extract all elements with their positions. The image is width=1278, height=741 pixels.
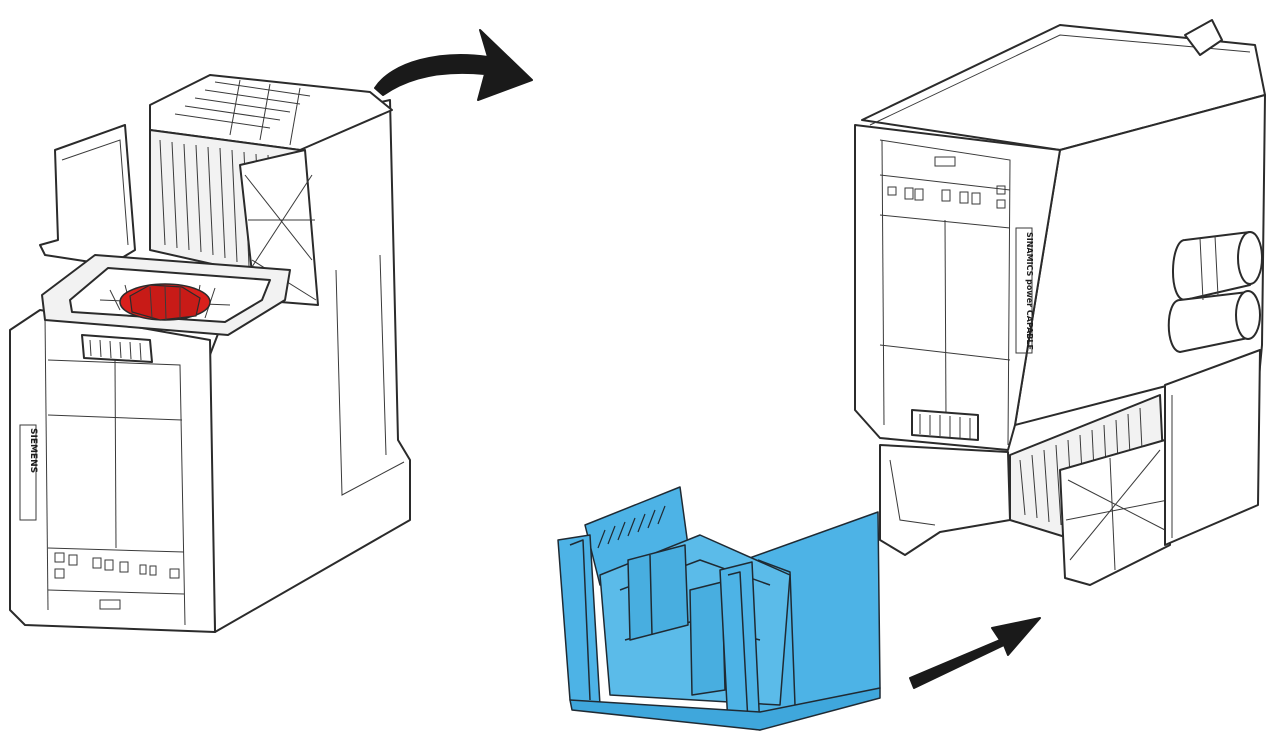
insert-arrow-icon bbox=[909, 617, 1041, 689]
left-brand-label: SIEMENS bbox=[28, 428, 38, 473]
rotate-arrow-icon bbox=[374, 29, 533, 101]
left-drive-unit: SIEMENS bbox=[9, 74, 411, 633]
right-drive-unit: SINAMICS power CAPABLE bbox=[854, 19, 1266, 586]
fan-cover-part bbox=[557, 486, 881, 731]
fan-rotor bbox=[119, 283, 211, 321]
right-brand-label: SINAMICS power CAPABLE bbox=[1025, 232, 1034, 350]
cable-glands bbox=[1167, 231, 1263, 353]
